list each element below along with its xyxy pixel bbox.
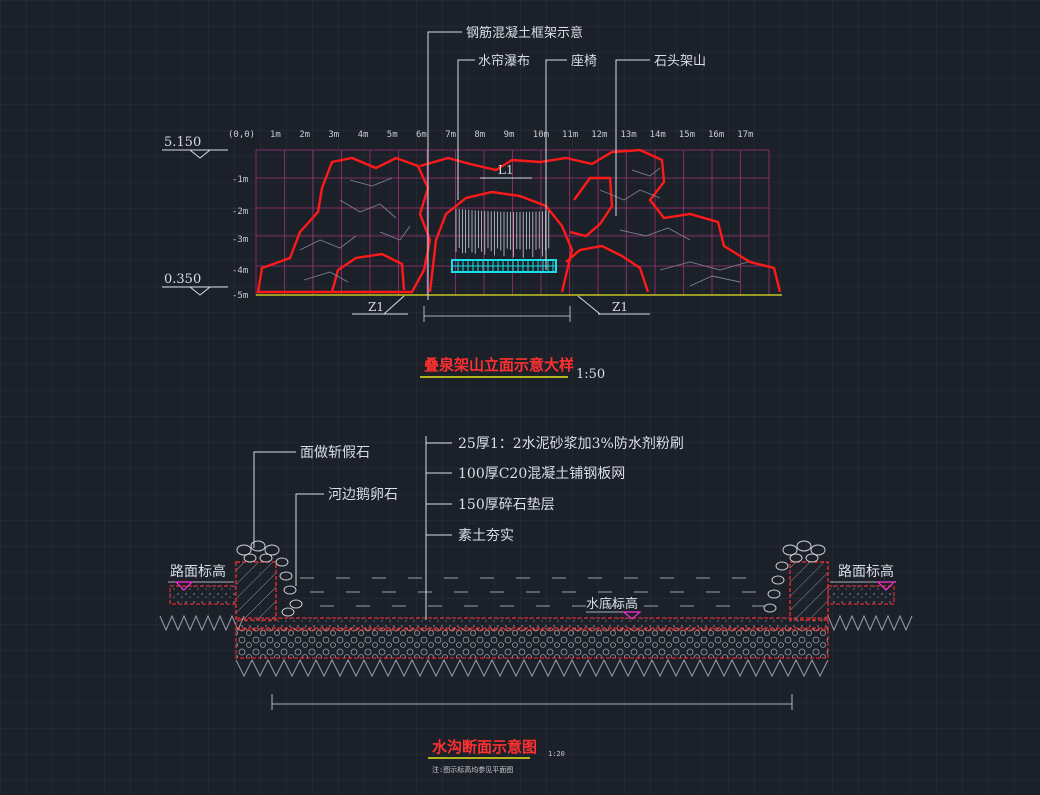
x-tick-label: 6m [416, 130, 427, 140]
x-tick-label: 3m [328, 130, 339, 140]
callout-mortar: 25厚1：2水泥砂浆加3%防水剂粉刷 [458, 436, 684, 452]
soil-right [827, 614, 913, 632]
rock-top-center [419, 148, 782, 293]
section-left-leaders [253, 451, 324, 586]
origin-label: (0,0) [228, 130, 255, 140]
elevation-dimension [423, 306, 571, 322]
callout-concrete: 100厚C20混凝土铺钢板网 [458, 466, 625, 482]
section-marker-l1: L1 [480, 163, 532, 179]
callout-soil: 素土夯实 [458, 528, 514, 544]
road-slab-right [827, 585, 895, 605]
road-level-left: 路面标高 [168, 563, 234, 591]
x-tick-label: 4m [358, 130, 369, 140]
concrete-slab [235, 617, 829, 631]
section-marker-z1-left: Z1 [352, 295, 408, 315]
right-wall [789, 561, 829, 621]
callout-facing-stone: 面做斩假石 [300, 445, 370, 461]
level-bottom-value: 0.350 [164, 272, 201, 287]
callout-seat: 座椅 [571, 54, 597, 69]
road-level-right: 路面标高 [830, 563, 896, 591]
level-marker-top: 5.150 [162, 135, 228, 159]
section-note: 注:图示标高均参见平面图 [432, 765, 513, 774]
gravel-base-layer [235, 627, 829, 659]
section-title: 水沟断面示意图 [432, 738, 537, 756]
section-right-leaders [425, 436, 452, 620]
x-tick-label: 9m [504, 130, 515, 140]
elevation-scale: 1:50 [576, 367, 605, 382]
x-tick-label: 2m [299, 130, 310, 140]
water-bottom-level-label: 水底标高 [586, 596, 638, 612]
callout-frame: 钢筋混凝土框架示意 [466, 25, 583, 41]
soil-bottom [235, 658, 829, 678]
channel-section-drawing: 水底标高 路面标高 路面标高 面做斩假石 河边鹅卵石 25厚1：2水泥砂 [159, 436, 913, 774]
section-marker-z1-right: Z1 [577, 295, 650, 315]
water-surface [300, 577, 766, 607]
x-axis-ticks: 1m 2m 3m 4m 5m 6m 7m 8m 9m 10m 11m 12m 13m 14m 15m 16m 1… [270, 130, 753, 140]
x-tick-label: 12m [591, 130, 607, 140]
rock-masses [256, 148, 782, 294]
y-tick-label: -5m [232, 291, 248, 301]
waterfall-curtain [455, 208, 550, 258]
section-dimension [271, 694, 793, 710]
x-tick-label: 1m [270, 130, 281, 140]
x-tick-label: 15m [679, 130, 695, 140]
pebbles-right [763, 540, 826, 613]
left-wall [235, 561, 277, 621]
road-level-right-label: 路面标高 [838, 563, 894, 580]
callout-gravel: 150厚碎石垫层 [458, 497, 555, 513]
pebbles-left [236, 540, 303, 617]
level-marker-bottom: 0.350 [162, 272, 228, 296]
callout-pebbles: 河边鹅卵石 [328, 486, 398, 503]
rock-left-lower [330, 252, 406, 293]
x-tick-label: 16m [708, 130, 724, 140]
y-tick-label: -1m [232, 175, 248, 185]
callout-rock-hill: 石头架山 [654, 54, 706, 69]
y-tick-label: -3m [232, 235, 248, 245]
rock-texture [299, 167, 749, 287]
road-level-left-label: 路面标高 [170, 563, 226, 580]
rock-right-lower [565, 244, 650, 293]
rock-right-mid [569, 176, 614, 238]
callout-leaders [427, 31, 650, 300]
rock-arch [428, 190, 574, 293]
x-tick-label: 17m [737, 130, 753, 140]
seat-bench [451, 259, 557, 273]
y-tick-label: -2m [232, 207, 248, 217]
x-tick-label: 11m [562, 130, 578, 140]
y-axis-ticks: -1m -2m -3m -4m -5m [232, 175, 248, 301]
elevation-title: 叠泉架山立面示意大样 [424, 356, 574, 374]
x-tick-label: 10m [533, 130, 549, 140]
x-tick-label: 14m [650, 130, 666, 140]
water-bottom-level-marker: 水底标高 [586, 596, 642, 620]
x-tick-label: 8m [474, 130, 485, 140]
x-tick-label: 5m [387, 130, 398, 140]
x-tick-label: 13m [620, 130, 636, 140]
level-top-value: 5.150 [164, 135, 201, 150]
section-mark-z1-right: Z1 [612, 300, 628, 314]
x-tick-label: 7m [445, 130, 456, 140]
section-mark-z1-left: Z1 [368, 300, 384, 314]
soil-left [159, 614, 245, 632]
callout-waterfall: 水帘瀑布 [478, 53, 530, 69]
section-scale: 1:20 [548, 750, 565, 758]
section-mark-top-label: L1 [498, 163, 514, 177]
y-tick-label: -4m [232, 266, 248, 276]
compacted-soil [159, 614, 913, 678]
road-slab-left [169, 585, 237, 605]
